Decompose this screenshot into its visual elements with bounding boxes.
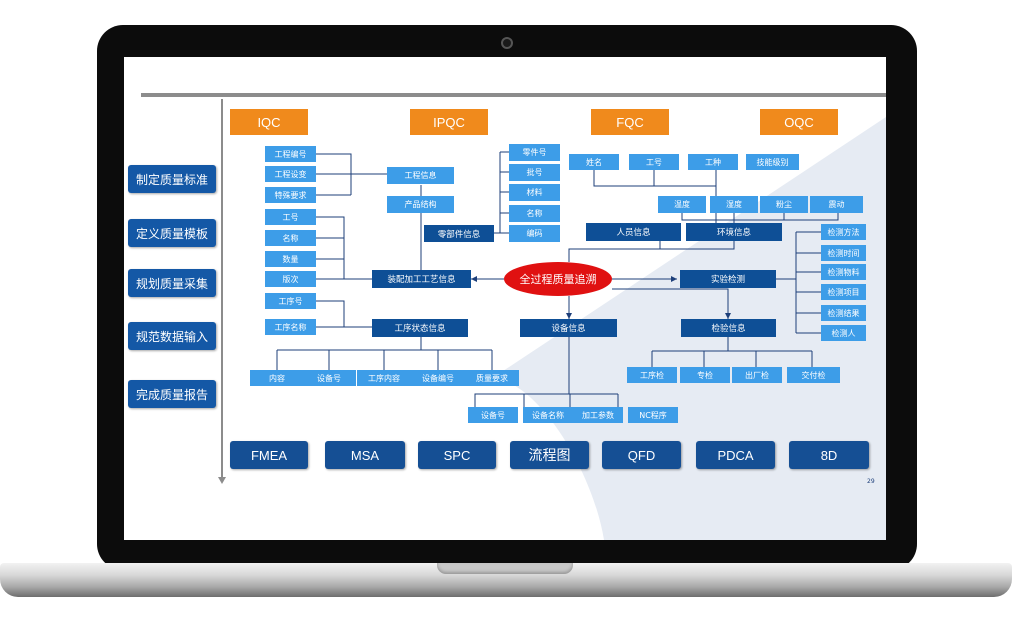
tool-qfd: QFD (602, 441, 681, 469)
inspect-info-box: 检验信息 (681, 319, 776, 337)
process-sub-field: 质量要求 (465, 370, 519, 386)
camera-icon (501, 37, 513, 49)
person-field: 工号 (629, 154, 679, 170)
test-field: 检测方法 (821, 224, 866, 240)
device-info-box: 设备信息 (520, 319, 617, 337)
process-status-box: 工序状态信息 (372, 319, 468, 337)
sidebar-item-report: 完成质量报告 (128, 380, 216, 408)
phase-oqc: OQC (760, 109, 838, 135)
env-field: 震动 (810, 196, 863, 213)
device-sub-field: 设备名称 (523, 407, 573, 423)
test-field: 检测物料 (821, 264, 866, 280)
project-field: 工程设变 (265, 166, 316, 182)
inspect-sub-field: 出厂检 (732, 367, 782, 383)
connector-lines (276, 151, 839, 407)
page-number: 29 (867, 478, 875, 485)
test-field: 检测人 (821, 325, 866, 341)
arrow-head (566, 313, 572, 319)
process-sub-field: 内容 (250, 370, 304, 386)
tool-8d: 8D (789, 441, 869, 469)
arrow-head (671, 276, 677, 282)
arrow-head (725, 313, 731, 319)
phase-iqc: IQC (230, 109, 308, 135)
top-rule (141, 93, 886, 97)
inspect-sub-field: 工序检 (627, 367, 677, 383)
tool-spc: SPC (418, 441, 496, 469)
arrow-head (218, 477, 226, 484)
env-field: 湿度 (710, 196, 758, 213)
part-field: 编码 (509, 225, 560, 242)
process-field: 工序名称 (265, 319, 316, 335)
slide-screen: 制定质量标准 定义质量模板 规划质量采集 规范数据输入 完成质量报告 IQC I… (124, 57, 886, 540)
phase-ipqc: IPQC (410, 109, 488, 135)
sidebar-item-template: 定义质量模板 (128, 219, 216, 247)
project-field: 特殊要求 (265, 187, 316, 203)
tool-flowchart: 流程图 (510, 441, 589, 469)
sidebar-item-input: 规范数据输入 (128, 322, 216, 350)
center-ellipse: 全过程质量追溯 (504, 262, 612, 296)
process-sub-field: 设备号 (302, 370, 356, 386)
inspect-sub-field: 交付检 (787, 367, 840, 383)
person-field: 技能级别 (746, 154, 799, 170)
part-info-box: 零部件信息 (424, 225, 494, 242)
env-info-box: 环境信息 (686, 223, 782, 241)
inspect-sub-field: 专检 (680, 367, 730, 383)
person-info-box: 人员信息 (586, 223, 681, 241)
device-sub-field: 加工参数 (573, 407, 623, 423)
part-field: 批号 (509, 164, 560, 181)
arrow-head (471, 276, 477, 282)
tool-fmea: FMEA (230, 441, 308, 469)
laptop-notch (437, 563, 573, 574)
process-sub-field: 设备编号 (411, 370, 465, 386)
project-info-box: 工程信息 (387, 167, 454, 184)
tool-msa: MSA (325, 441, 405, 469)
part-field: 材料 (509, 184, 560, 201)
env-field: 粉尘 (760, 196, 808, 213)
env-field: 温度 (658, 196, 706, 213)
device-sub-field: 设备号 (468, 407, 518, 423)
tool-pdca: PDCA (696, 441, 775, 469)
test-field: 检测项目 (821, 284, 866, 300)
assembly-info-box: 装配加工工艺信息 (372, 270, 471, 288)
person-field: 工种 (688, 154, 738, 170)
item-field: 数量 (265, 251, 316, 267)
item-field: 名称 (265, 230, 316, 246)
project-field: 工程编号 (265, 146, 316, 162)
test-box: 实验检测 (680, 270, 776, 288)
phase-fqc: FQC (591, 109, 669, 135)
item-field: 版次 (265, 271, 316, 287)
test-field: 检测时间 (821, 245, 866, 261)
part-field: 零件号 (509, 144, 560, 161)
process-field: 工序号 (265, 293, 316, 309)
item-field: 工号 (265, 209, 316, 225)
process-sub-field: 工序内容 (357, 370, 411, 386)
test-field: 检测结果 (821, 305, 866, 321)
sidebar-item-standard: 制定质量标准 (128, 165, 216, 193)
person-field: 姓名 (569, 154, 619, 170)
device-sub-field: NC程序 (628, 407, 678, 423)
part-field: 名称 (509, 205, 560, 222)
sidebar-item-collection: 规划质量采集 (128, 269, 216, 297)
product-structure-box: 产品结构 (387, 196, 454, 213)
